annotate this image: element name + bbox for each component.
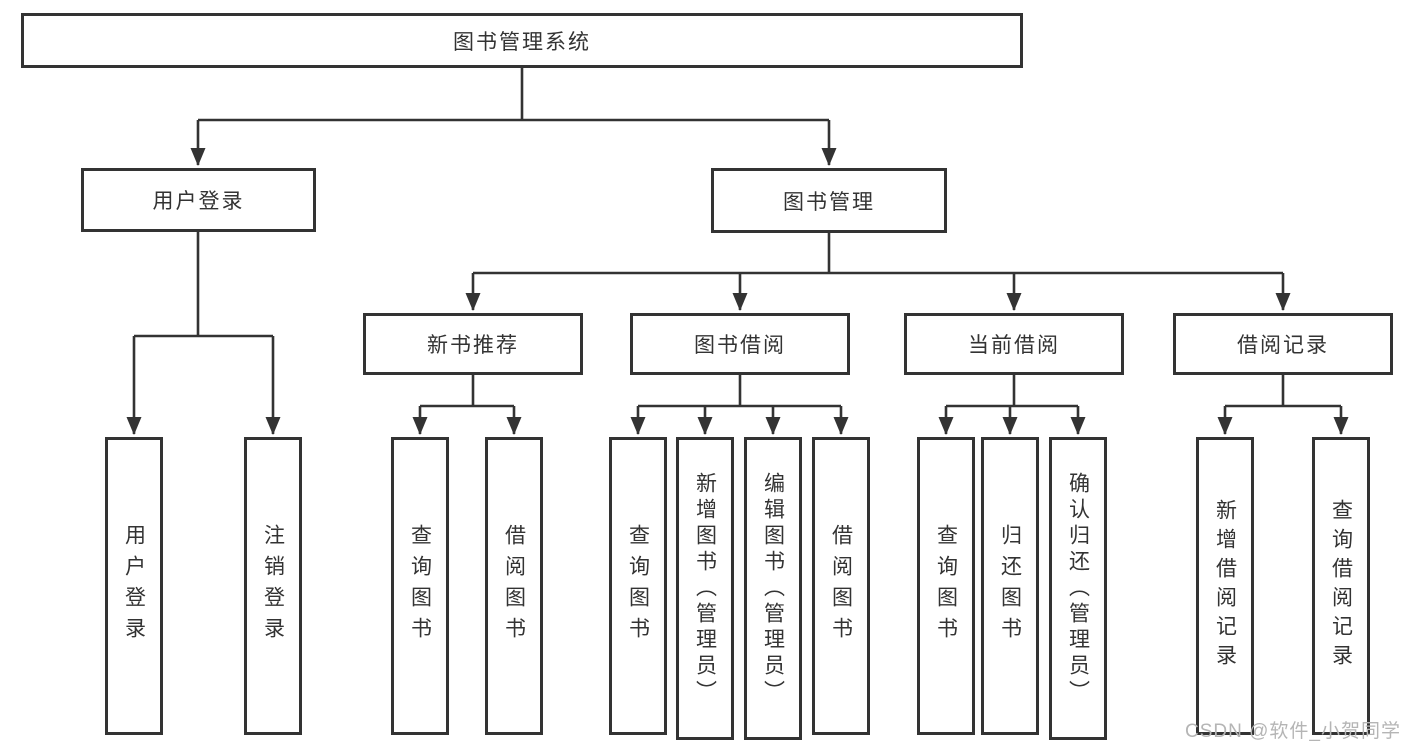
leaf-recommend-query-books: 查询图书 (391, 437, 449, 735)
node-borrowing-records-label: 借阅记录 (1237, 334, 1329, 357)
leaf-logout: 注销登录 (244, 437, 302, 735)
leaf-borrow-borrow-books: 借阅图书 (812, 437, 870, 735)
leaf-borrow-add-books-admin: 新增图书（管理员） (676, 437, 734, 740)
leaf-borrow-add-books-admin-label: 新增图书（管理员） (693, 471, 717, 706)
leaf-records-query-record-label: 查询借阅记录 (1329, 499, 1353, 673)
node-root-label: 图书管理系统 (453, 30, 591, 54)
leaf-recommend-query-books-label: 查询图书 (408, 524, 432, 648)
leaf-logout-label: 注销登录 (261, 524, 285, 648)
node-book-management-label: 图书管理 (783, 190, 875, 214)
leaf-current-query-books-label: 查询图书 (934, 524, 958, 648)
leaf-user-login: 用户登录 (105, 437, 163, 735)
leaf-current-return-books-label: 归还图书 (998, 524, 1022, 648)
node-book-borrowing-label: 图书借阅 (694, 334, 786, 357)
leaf-borrow-edit-books-admin-label: 编辑图书（管理员） (761, 471, 785, 706)
node-book-management: 图书管理 (711, 168, 947, 233)
node-current-borrowing: 当前借阅 (904, 313, 1124, 375)
leaf-borrow-query-books-label: 查询图书 (626, 524, 650, 648)
node-root-library-management-system: 图书管理系统 (21, 13, 1023, 68)
leaf-borrow-query-books: 查询图书 (609, 437, 667, 735)
leaf-recommend-borrow-books-label: 借阅图书 (502, 524, 526, 648)
leaf-current-return-books: 归还图书 (981, 437, 1039, 735)
leaf-records-query-record: 查询借阅记录 (1312, 437, 1370, 735)
leaf-borrow-edit-books-admin: 编辑图书（管理员） (744, 437, 802, 740)
node-current-borrowing-label: 当前借阅 (968, 334, 1060, 357)
node-user-login-label: 用户登录 (152, 190, 245, 213)
leaf-records-add-record: 新增借阅记录 (1196, 437, 1254, 735)
node-new-book-recommend-label: 新书推荐 (427, 334, 519, 357)
node-new-book-recommend: 新书推荐 (363, 313, 583, 375)
leaf-current-confirm-return-admin: 确认归还（管理员） (1049, 437, 1107, 740)
node-book-borrowing: 图书借阅 (630, 313, 850, 375)
leaf-user-login-label: 用户登录 (122, 524, 146, 648)
leaf-records-add-record-label: 新增借阅记录 (1213, 499, 1237, 673)
leaf-borrow-borrow-books-label: 借阅图书 (829, 524, 853, 648)
csdn-watermark: CSDN @软件_小贺同学 (1185, 721, 1401, 742)
leaf-recommend-borrow-books: 借阅图书 (485, 437, 543, 735)
node-borrowing-records: 借阅记录 (1173, 313, 1393, 375)
node-user-login: 用户登录 (81, 168, 316, 232)
leaf-current-query-books: 查询图书 (917, 437, 975, 735)
leaf-current-confirm-return-admin-label: 确认归还（管理员） (1066, 471, 1090, 706)
